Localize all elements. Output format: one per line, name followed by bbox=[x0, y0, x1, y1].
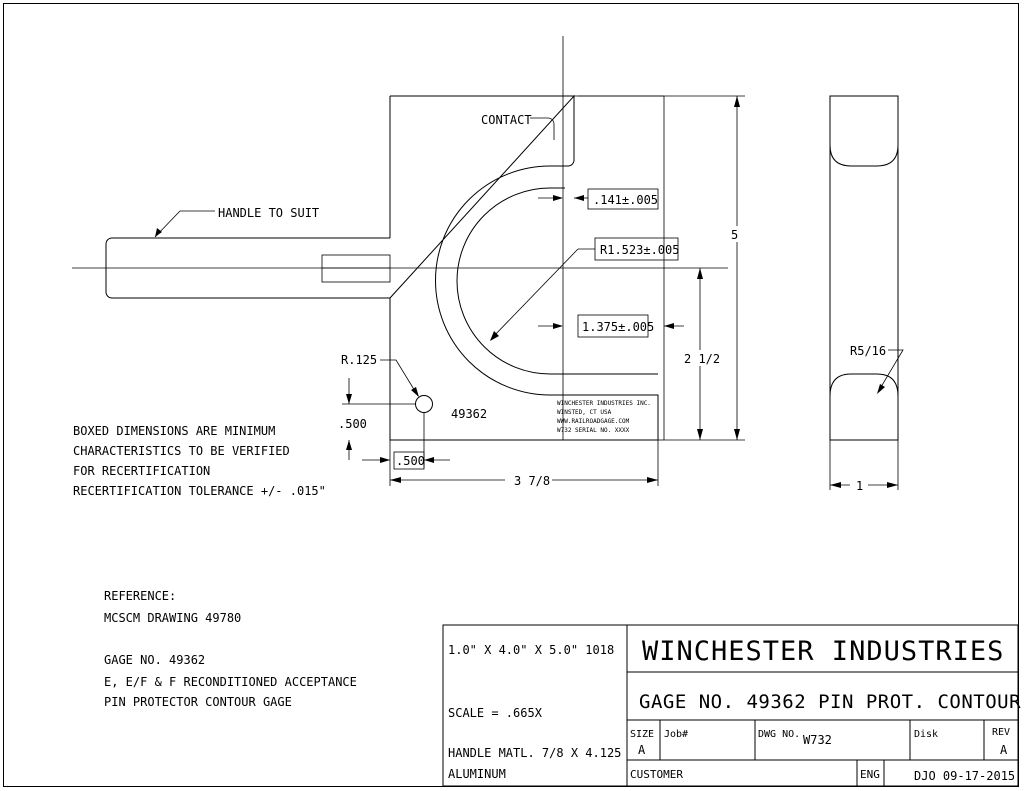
rev-label: REV bbox=[992, 727, 1010, 738]
r516-leader bbox=[877, 349, 904, 393]
handle-to-suit-label: HANDLE TO SUIT bbox=[218, 206, 319, 220]
gage-body-outline bbox=[389, 94, 659, 441]
dim-500v-arrow-top bbox=[346, 394, 352, 404]
dim-1375-box bbox=[577, 314, 649, 338]
title-block: 1.0" X 4.0" X 5.0" 1018 SCALE = .665X HA… bbox=[442, 624, 1024, 787]
dwg-value: W732 bbox=[803, 733, 832, 747]
stock-size: 1.0" X 4.0" X 5.0" 1018 bbox=[448, 643, 614, 657]
handle-leader-arrow bbox=[155, 228, 162, 237]
dim-500v-arrow-bottom bbox=[346, 440, 352, 450]
r516-arrow bbox=[877, 384, 885, 394]
dim-378-arrow-left bbox=[390, 477, 401, 483]
r125-leader bbox=[380, 359, 419, 397]
side-view-bottom-radius bbox=[829, 373, 899, 397]
size-label: SIZE bbox=[630, 729, 654, 740]
dim-500h-arrow-right bbox=[424, 457, 434, 463]
dim-1375-arrow-left bbox=[553, 323, 563, 329]
reference-line: MCSCM DRAWING 49780 bbox=[104, 611, 241, 625]
dim-1375-arrow-right bbox=[664, 323, 674, 329]
side-view-top-radius bbox=[829, 144, 899, 167]
dim-1-arrow-left bbox=[830, 482, 841, 488]
engraving-line: W732 SERIAL NO. XXXX bbox=[557, 427, 630, 434]
dim-378: 3 7/8 bbox=[514, 474, 550, 488]
reference-line: PIN PROTECTOR CONTOUR GAGE bbox=[104, 695, 292, 709]
side-view: R5/16 1 bbox=[829, 95, 904, 493]
part-number: 49362 bbox=[451, 407, 487, 421]
dim-1: 1 bbox=[856, 479, 863, 493]
dim-5: 5 bbox=[731, 228, 738, 242]
reference-line: GAGE NO. 49362 bbox=[104, 653, 205, 667]
dim-500h-arrow-left bbox=[380, 457, 390, 463]
size-value: A bbox=[638, 743, 646, 757]
reference-block: REFERENCE: MCSCM DRAWING 49780 GAGE NO. … bbox=[104, 589, 357, 709]
disk-label: Disk bbox=[914, 729, 938, 740]
dim-r516: R5/16 bbox=[850, 344, 886, 358]
dim-r125: R.125 bbox=[341, 353, 377, 367]
notes-block: BOXED DIMENSIONS ARE MINIMUM CHARACTERIS… bbox=[73, 424, 326, 498]
r1523-arrow bbox=[490, 331, 499, 341]
dim-2half-gap bbox=[681, 350, 719, 366]
handle-material-2: ALUMINUM bbox=[448, 767, 506, 781]
contour-inner-arc bbox=[456, 187, 658, 375]
rev-value: A bbox=[1000, 743, 1008, 757]
dim-2half: 2 1/2 bbox=[684, 352, 720, 366]
engraving-line: WINCHESTER INDUSTRIES INC. bbox=[557, 400, 651, 407]
r1523-leader bbox=[490, 248, 579, 340]
title-block-frame bbox=[442, 624, 1019, 787]
note-line: FOR RECERTIFICATION bbox=[73, 464, 210, 478]
dim-1375: 1.375±.005 bbox=[582, 320, 654, 334]
job-label: Job# bbox=[664, 729, 688, 740]
dwg-label: DWG NO. bbox=[758, 729, 800, 740]
contact-label: CONTACT bbox=[481, 113, 532, 127]
scale: SCALE = .665X bbox=[448, 706, 543, 720]
eng-label: ENG bbox=[860, 768, 880, 781]
engraving-line: WWW.RAILROADGAGE.COM bbox=[557, 418, 630, 425]
dim-5-gap bbox=[728, 226, 746, 242]
gage-title: GAGE NO. 49362 PIN PROT. CONTOUR GAGE bbox=[639, 691, 1024, 713]
dim-141-box bbox=[587, 188, 659, 210]
dim-141: .141±.005 bbox=[593, 193, 658, 207]
handle-leader bbox=[154, 210, 215, 238]
handle-tang bbox=[321, 254, 391, 283]
engraving-block: WINCHESTER INDUSTRIES INC. WINSTED, CT U… bbox=[557, 400, 651, 434]
dim-141-arrow-left bbox=[553, 195, 563, 201]
reference-line: REFERENCE: bbox=[104, 589, 176, 603]
dim-5-arrow-top bbox=[734, 96, 740, 107]
reference-line: E, E/F & F RECONDITIONED ACCEPTANCE bbox=[104, 675, 357, 689]
eng-value: DJO 09-17-2015 bbox=[914, 769, 1015, 783]
dim-5-arrow-bottom bbox=[734, 429, 740, 440]
dim-500-vertical: .500 bbox=[338, 417, 367, 431]
dim-141-arrow-right bbox=[574, 195, 584, 201]
dim-2half-arrow-bottom bbox=[697, 429, 703, 440]
customer-label: CUSTOMER bbox=[630, 768, 683, 781]
dim-1-arrow-right bbox=[887, 482, 898, 488]
dim-r1523: R1.523±.005 bbox=[600, 243, 679, 257]
pin-hole bbox=[415, 395, 433, 413]
dim-500-horizontal: .500 bbox=[396, 454, 425, 468]
dim-500h-box bbox=[393, 451, 425, 470]
contact-leader bbox=[530, 117, 555, 140]
note-line: RECERTIFICATION TOLERANCE +/- .015" bbox=[73, 484, 326, 498]
dim-2half-arrow-top bbox=[697, 268, 703, 279]
note-line: CHARACTERISTICS TO BE VERIFIED bbox=[73, 444, 290, 458]
handle-material: HANDLE MATL. 7/8 X 4.125 bbox=[448, 746, 621, 760]
engraving-line: WINSTED, CT USA bbox=[557, 409, 612, 416]
dim-378-arrow-right bbox=[647, 477, 658, 483]
company-name: WINCHESTER INDUSTRIES INC. bbox=[642, 636, 1024, 667]
r125-arrow bbox=[411, 387, 419, 397]
note-line: BOXED DIMENSIONS ARE MINIMUM bbox=[73, 424, 275, 438]
side-view-outline bbox=[829, 95, 899, 441]
